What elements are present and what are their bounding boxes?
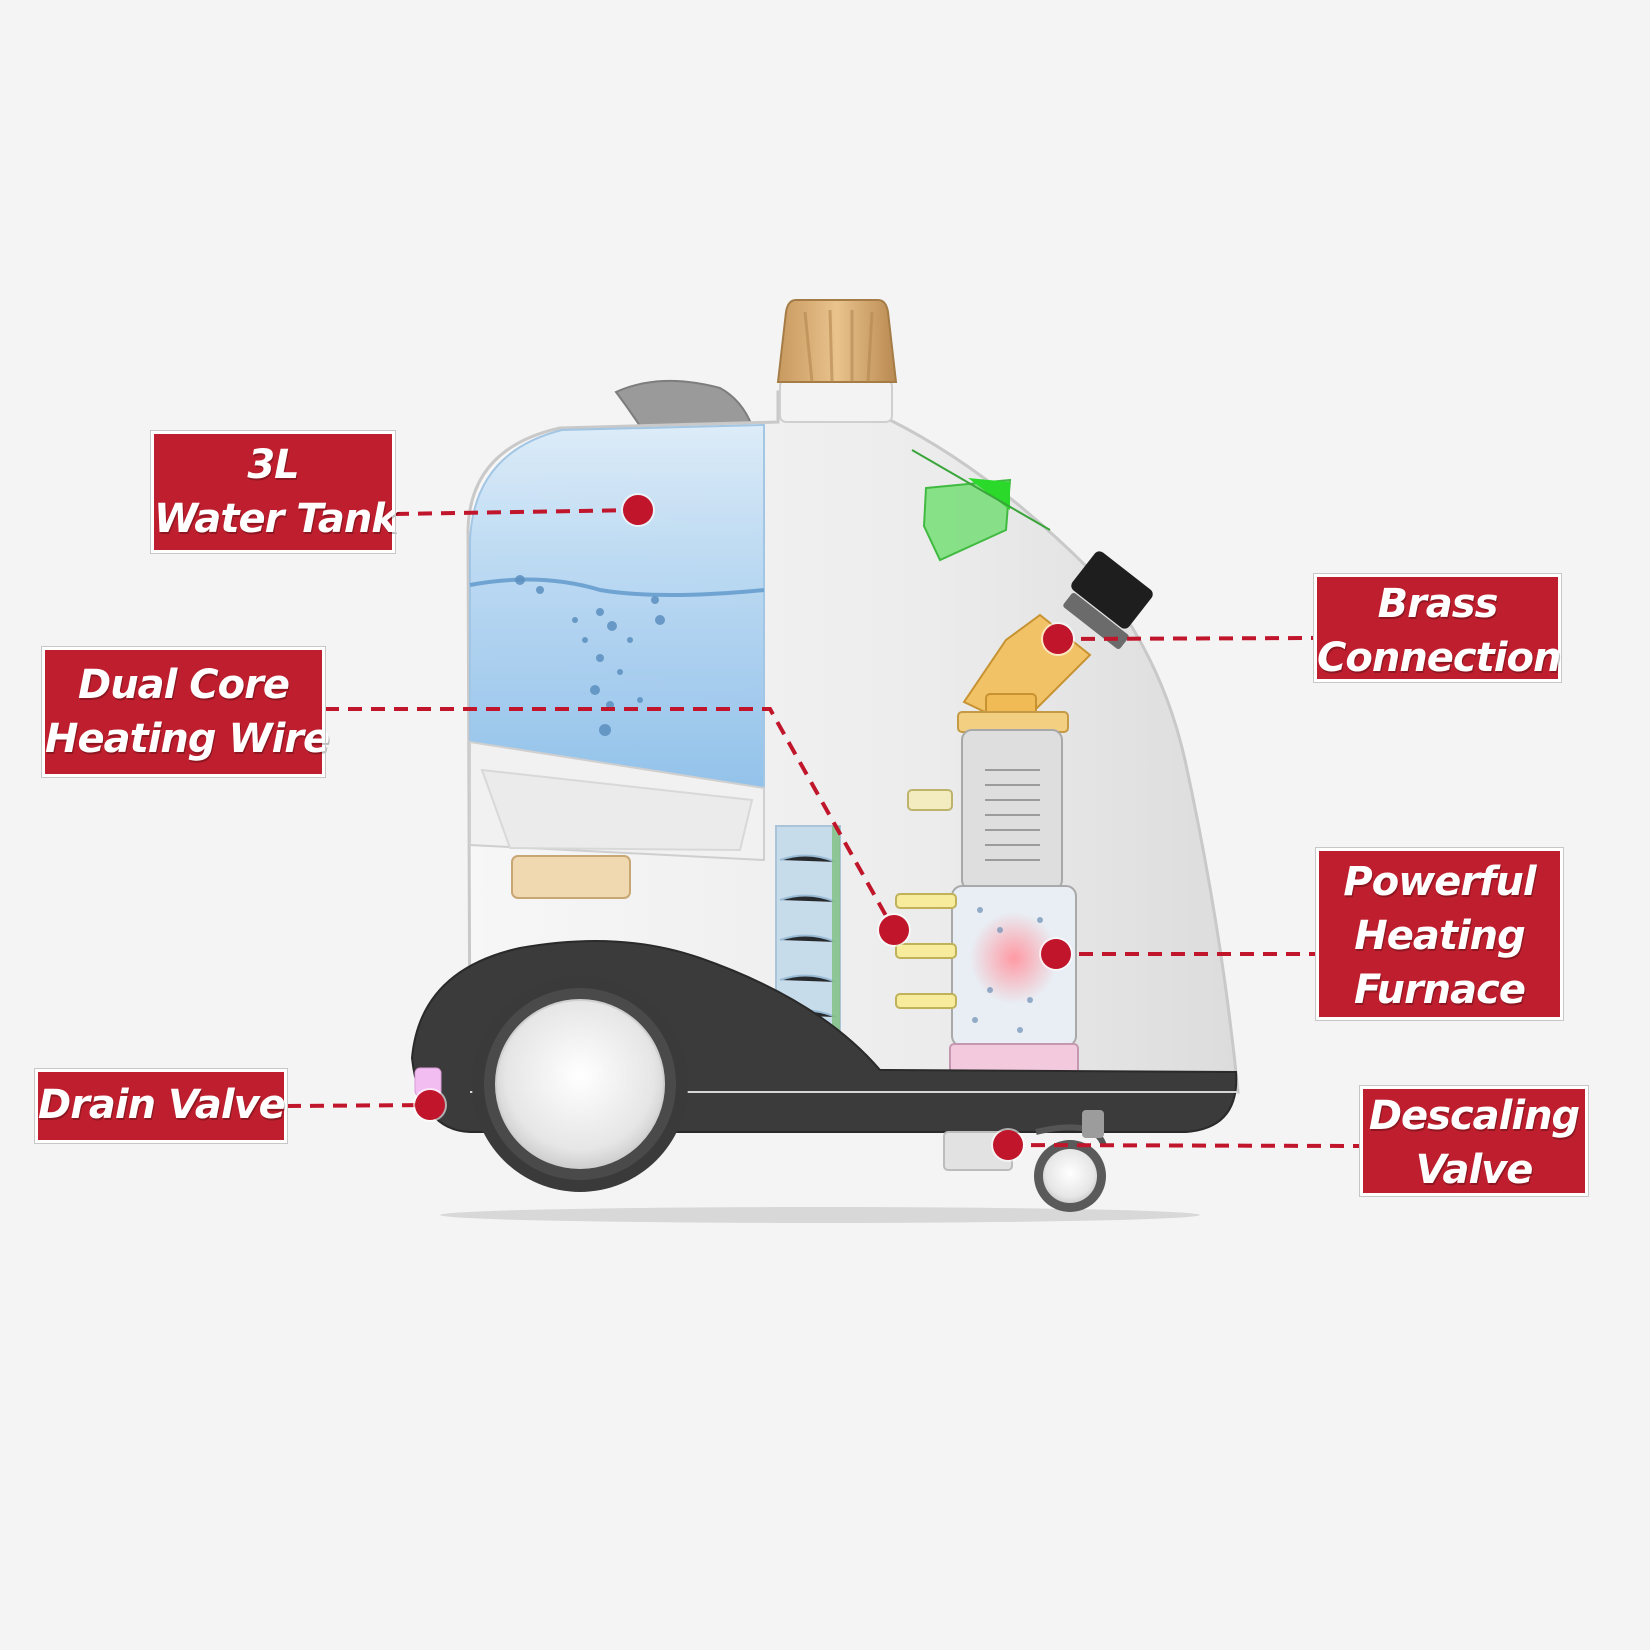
leader-descaling-valve	[1007, 1143, 1361, 1148]
leader-water-tank	[394, 508, 639, 516]
leader-drain-valve	[286, 1103, 431, 1108]
callout-heating-furnace: Powerful Heating Furnace	[1315, 847, 1564, 1021]
leader-dual-core-heating-wire	[325, 707, 896, 931]
fill-cap	[776, 299, 898, 383]
callout-line: Brass	[1377, 581, 1499, 627]
pointer-brass-connection	[1043, 624, 1073, 654]
rear-wheel	[472, 976, 688, 1192]
leader-brass-connection	[1057, 636, 1315, 641]
handle	[614, 379, 754, 427]
callout-line: Heating	[1354, 913, 1526, 959]
steam-knob	[1063, 551, 1153, 650]
callout-line: Drain Valve	[38, 1082, 286, 1128]
pointer-descaling-valve	[993, 1130, 1023, 1160]
water-surface	[469, 577, 765, 597]
callout-line: Dual Core	[78, 662, 290, 708]
callout-line: 3L	[247, 442, 299, 488]
callout-descaling-valve: Descaling Valve	[1359, 1085, 1589, 1197]
pointer-heating-furnace	[1041, 939, 1071, 969]
pointer-drain-valve	[415, 1090, 445, 1120]
pointer-water-tank	[623, 495, 653, 525]
callout-line: Valve	[1415, 1147, 1534, 1193]
callout-line: Connection	[1317, 635, 1561, 681]
callout-line: Powerful	[1343, 859, 1536, 905]
front-caster	[1034, 1110, 1107, 1212]
ground-shadow	[440, 1207, 1200, 1223]
boiler-column	[949, 711, 1079, 1075]
callout-drain-valve: Drain Valve	[34, 1068, 288, 1144]
callout-line: Water Tank	[154, 496, 398, 542]
pointer-dual-core-heating-wire	[879, 915, 909, 945]
callout-line: Descaling	[1368, 1093, 1580, 1139]
bubbles	[515, 575, 665, 736]
callout-line: Heating Wire	[45, 716, 330, 762]
callout-brass-connection: Brass Connection	[1313, 573, 1562, 683]
heating-terminals	[895, 893, 957, 1009]
callout-line: Furnace	[1353, 967, 1526, 1013]
callout-water-tank: 3L Water Tank	[150, 430, 398, 554]
tank-outlet	[511, 855, 631, 899]
callout-dual-core-heating-wire: Dual Core Heating Wire	[41, 646, 330, 778]
